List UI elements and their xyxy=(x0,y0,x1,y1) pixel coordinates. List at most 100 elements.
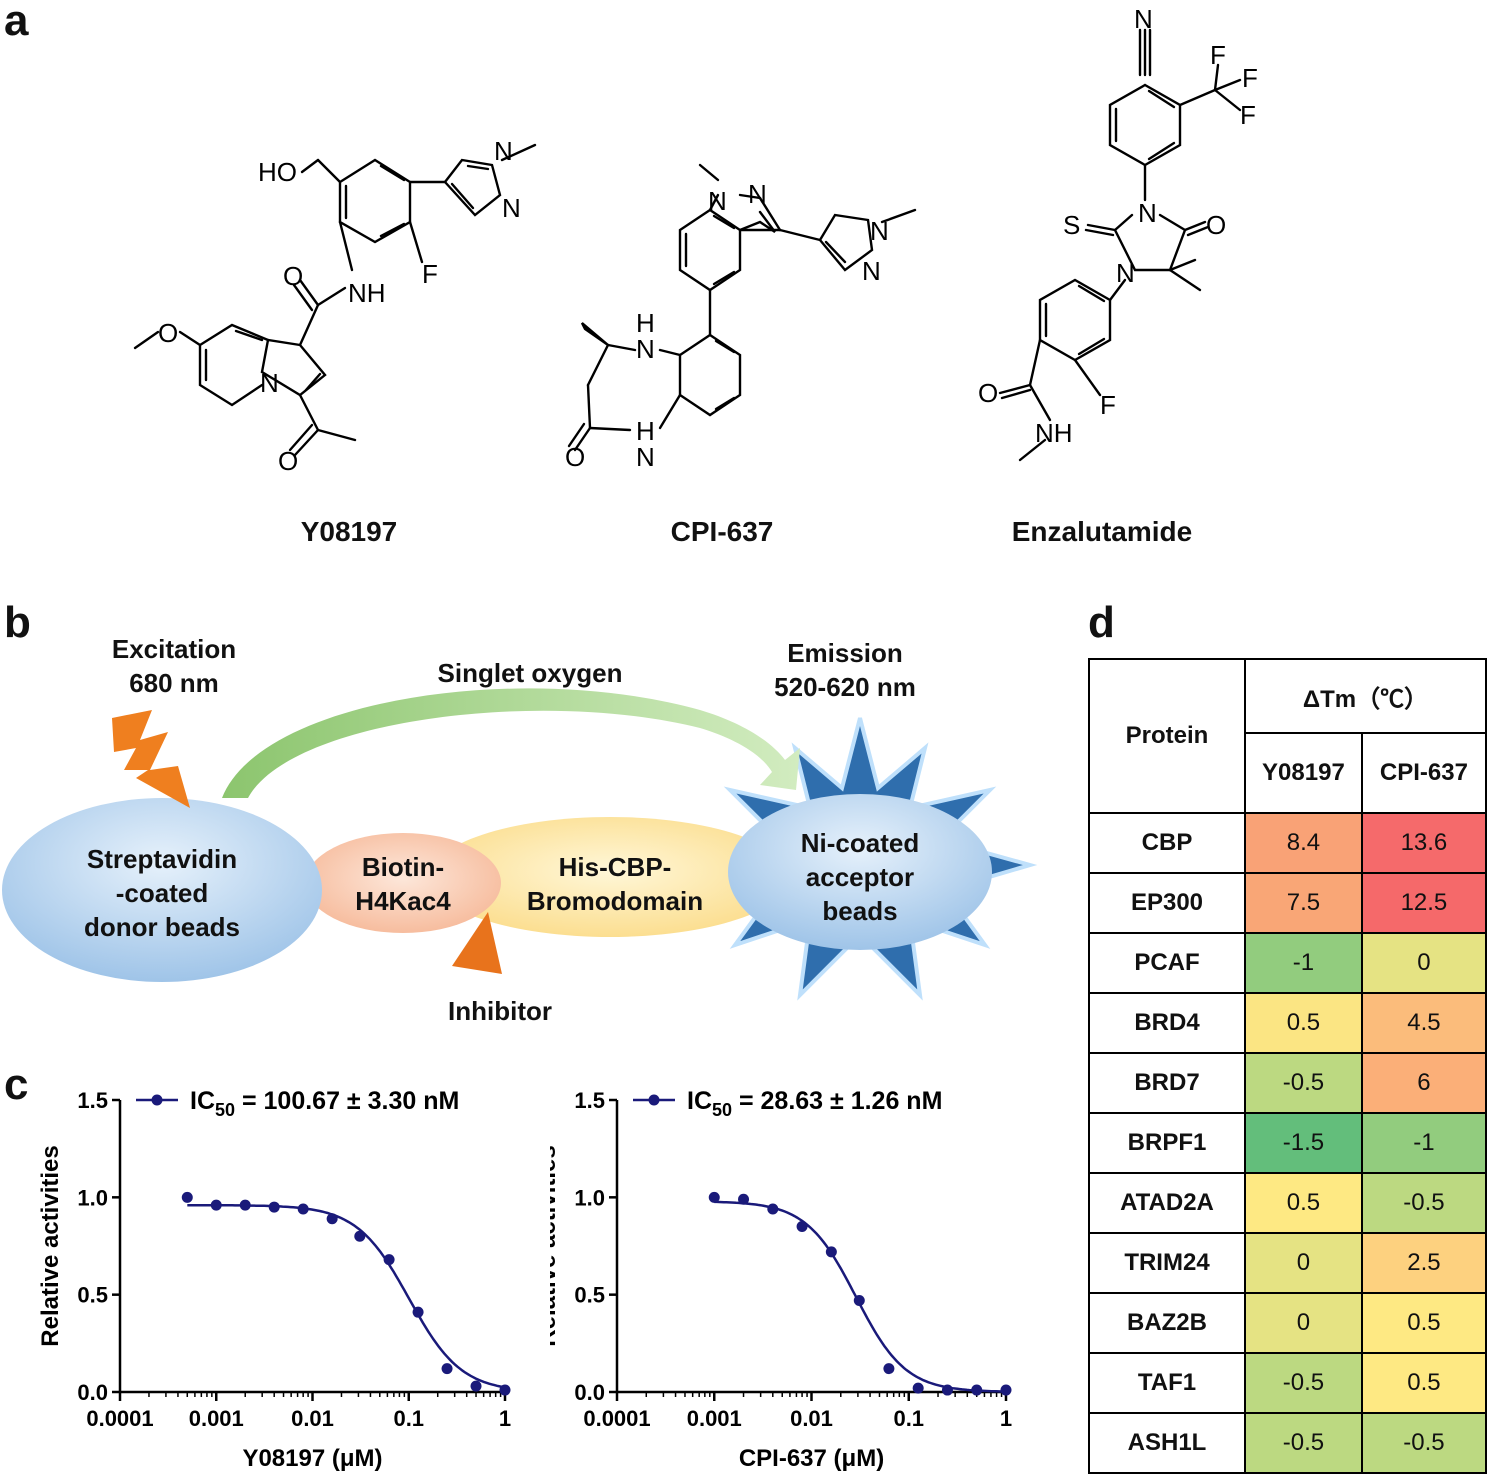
data-point xyxy=(738,1193,750,1205)
protein-header: Protein xyxy=(1088,658,1246,814)
atom-label: N xyxy=(494,136,513,166)
atom-label: N xyxy=(260,368,279,398)
x-tick-label: 0.1 xyxy=(393,1406,424,1431)
atom-label: F xyxy=(422,259,438,289)
protein-cell: TAF1 xyxy=(1088,1352,1246,1414)
compound-name-cpi637: CPI-637 xyxy=(670,516,774,547)
y08197-value-cell: 0 xyxy=(1244,1292,1363,1354)
data-point xyxy=(354,1230,366,1242)
x-tick-label: 1 xyxy=(1000,1406,1012,1431)
data-point xyxy=(412,1306,424,1318)
protein-cell: TRIM24 xyxy=(1088,1232,1246,1294)
cpi637-value-cell: 4.5 xyxy=(1360,992,1488,1054)
atom-labels: HO N N O NH F O N O N N N N H N H N O N … xyxy=(158,4,1258,476)
data-point xyxy=(210,1199,222,1211)
y-tick-label: 0.5 xyxy=(77,1283,108,1308)
data-point xyxy=(971,1384,983,1396)
y08197-value-cell: -0.5 xyxy=(1244,1352,1363,1414)
atom-label: O xyxy=(565,442,585,472)
data-point xyxy=(796,1221,808,1233)
atom-label: N xyxy=(502,193,521,223)
data-point xyxy=(941,1384,953,1396)
cpi637-value-cell: -1 xyxy=(1360,1112,1488,1174)
legend-text: IC50 = 100.67 ± 3.30 nM xyxy=(190,1087,459,1120)
protein-cell: ATAD2A xyxy=(1088,1172,1246,1234)
data-point xyxy=(470,1380,482,1392)
atom-label: N xyxy=(1138,198,1157,228)
data-point xyxy=(239,1199,251,1211)
y-tick-label: 1.0 xyxy=(574,1185,605,1210)
panel-letter-a: a xyxy=(4,0,29,45)
y-tick-label: 0.0 xyxy=(574,1380,605,1405)
protein-cell: PCAF xyxy=(1088,932,1246,994)
atom-label: NH xyxy=(1035,418,1073,448)
atom-label: F xyxy=(1210,40,1226,70)
y08197-value-cell: -0.5 xyxy=(1244,1412,1363,1474)
delta-tm-header: ΔTm（℃） xyxy=(1244,658,1487,734)
y-axis-label: Relative activities xyxy=(550,1145,561,1346)
atom-label: S xyxy=(1063,210,1080,240)
acceptor-bead xyxy=(728,794,992,950)
singlet-oxygen-arrow xyxy=(222,688,800,798)
y-tick-label: 1.5 xyxy=(574,1088,605,1113)
atom-label: F xyxy=(1242,63,1258,93)
inhibitor-triangle xyxy=(452,912,502,974)
y-axis-label: Relative activities xyxy=(37,1145,64,1346)
legend-text: IC50 = 28.63 ± 1.26 nM xyxy=(687,1087,942,1120)
cpi637-value-cell: 12.5 xyxy=(1360,872,1488,934)
panel-letter-d: d xyxy=(1088,598,1115,647)
excitation-bolt xyxy=(112,710,190,808)
alphascreen-schematic xyxy=(2,688,1038,1001)
data-point xyxy=(883,1363,895,1375)
atom-label: H xyxy=(636,308,655,338)
panel-letter-b: b xyxy=(4,598,31,647)
y-tick-label: 1.0 xyxy=(77,1185,108,1210)
singlet-oxygen-label: Singlet oxygen xyxy=(437,658,623,688)
table-row: ASH1L-0.5-0.5 xyxy=(1088,1412,1488,1474)
his-cbp-ellipse xyxy=(430,817,790,937)
x-tick-label: 0.001 xyxy=(687,1406,742,1431)
y08197-value-cell: -1.5 xyxy=(1244,1112,1363,1174)
x-axis-label: Y08197 (μM) xyxy=(242,1445,382,1472)
cpi637-value-cell: 13.6 xyxy=(1360,812,1488,874)
atom-label: HO xyxy=(258,157,297,187)
cpi637-value-cell: 0.5 xyxy=(1360,1292,1488,1354)
x-tick-label: 0.0001 xyxy=(86,1406,153,1431)
protein-cell: BRPF1 xyxy=(1088,1112,1246,1174)
inhibitor-label: Inhibitor xyxy=(448,996,552,1026)
cpi637-value-cell: -0.5 xyxy=(1360,1412,1488,1474)
cpi637-header: CPI-637 xyxy=(1360,732,1488,814)
atom-label: N xyxy=(708,186,727,216)
data-point xyxy=(326,1213,338,1225)
atom-label: N xyxy=(1116,258,1135,288)
compound-name-enzalutamide: Enzalutamide xyxy=(1011,516,1193,547)
y-tick-label: 0.5 xyxy=(574,1283,605,1308)
cpi637-value-cell: 2.5 xyxy=(1360,1232,1488,1294)
x-axis-label: CPI-637 (μM) xyxy=(739,1445,884,1472)
atom-label: O xyxy=(283,261,303,291)
y08197-header: Y08197 xyxy=(1244,732,1363,814)
data-point xyxy=(853,1295,865,1307)
x-tick-label: 0.1 xyxy=(893,1406,924,1431)
atom-label: O xyxy=(1206,210,1226,240)
y08197-value-cell: 0.5 xyxy=(1244,1172,1363,1234)
data-point xyxy=(767,1203,779,1215)
atom-label: N xyxy=(862,256,881,286)
atom-label: O xyxy=(278,446,298,476)
data-point xyxy=(268,1201,280,1213)
cpi637-value-cell: 6 xyxy=(1360,1052,1488,1114)
y08197-value-cell: -1 xyxy=(1244,932,1363,994)
his-cbp-label: His-CBP-Bromodomain xyxy=(526,852,704,916)
y08197-value-cell: 0 xyxy=(1244,1232,1363,1294)
protein-cell: EP300 xyxy=(1088,872,1246,934)
